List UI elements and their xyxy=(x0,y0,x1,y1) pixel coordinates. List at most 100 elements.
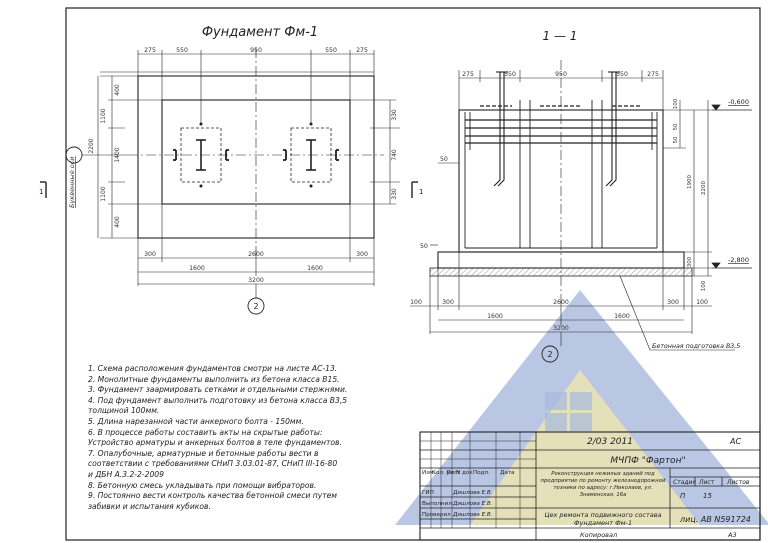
stamp-sheet-title-1: Цех ремонта подвижного состава xyxy=(544,511,661,519)
stamp-doc-code: 2/03 2011 xyxy=(587,437,633,447)
plan-dim-bottom-total: 3200 xyxy=(248,277,264,284)
section-dim-right-base: 100 xyxy=(701,280,707,291)
section-dim-right-small-3: 50 xyxy=(673,136,679,143)
stamp-copied: Копировал xyxy=(580,531,617,539)
stamp-project-2: предприятие по ремонту железнодорожной xyxy=(541,478,666,484)
plan-dim-left-2: 1100 xyxy=(100,108,107,123)
plan-axis-2-label: 2 xyxy=(253,302,258,311)
section-dim-top-5: 275 xyxy=(647,71,659,78)
note-line: толщиной 100мм. xyxy=(88,406,160,416)
note-line: 5. Длина нарезанной части анкерного болт… xyxy=(88,416,304,426)
section-dim-right-total: 2200 xyxy=(701,181,707,195)
section-level-bottom: -2,800 xyxy=(728,256,749,264)
note-line: 8. Бетонную смесь укладывать при помощи … xyxy=(88,480,317,490)
stamp-head-col-4: N док xyxy=(456,470,473,476)
stamp-staff-name-3: Дишлова Е.В. xyxy=(452,512,493,518)
section-dim-right-small: 100 xyxy=(673,98,679,109)
plan-title: Фундамент Фм-1 xyxy=(202,25,318,40)
plan-dim-left-total: 2200 xyxy=(88,138,95,153)
section-dim-left-1: 50 xyxy=(440,156,448,163)
stamp-org: МЧПФ "Фартон" xyxy=(610,456,685,466)
note-line: 6. В процессе работы составить акты на с… xyxy=(88,427,323,437)
section-dim-top-3: 950 xyxy=(555,71,567,78)
section-dim-bottom-6: 1600 xyxy=(487,313,503,320)
stamp-project-3: техники по адресу: г.Николаев, ул. xyxy=(553,485,652,491)
stamp-head-col-2: Кол. уч xyxy=(432,470,453,476)
section-view: 1 — 1 xyxy=(410,29,752,363)
stamp-sheet-title-2: Фундамент Фм-1 xyxy=(574,519,632,527)
plan-dim-right-3: 330 xyxy=(391,188,398,200)
stamp-stage-head-1: Стадия xyxy=(673,479,696,486)
title-block xyxy=(419,431,761,541)
section-axis-2-label: 2 xyxy=(547,350,552,359)
note-line: 9. Постоянно вести контроль качества бет… xyxy=(88,491,338,501)
plan-dim-top-3: 950 xyxy=(250,47,262,54)
section-dim-right-small-2: 50 xyxy=(673,123,679,130)
plan-dim-bottom-5: 1600 xyxy=(307,265,323,272)
sheet-frame xyxy=(65,7,761,541)
section-title: 1 — 1 xyxy=(543,29,578,43)
plan-dim-left-5: 400 xyxy=(114,216,121,228)
note-line: 4. Под фундамент выполнить подготовку из… xyxy=(88,395,348,405)
note-line: 3. Фундамент заармировать сетками и отде… xyxy=(88,385,348,395)
section-dim-bottom-7: 1600 xyxy=(614,313,630,320)
stamp-head-col-6: Дата xyxy=(500,470,514,476)
stamp-head-col-1: Изм. xyxy=(422,470,435,476)
note-line: Устройство арматуры и анкерных болтов в … xyxy=(88,438,342,448)
plan-dim-top-4: 550 xyxy=(325,47,337,54)
stamp-stage-code: АС xyxy=(729,437,741,446)
plan-dim-right-1: 330 xyxy=(391,109,398,121)
section-axis-2-marker xyxy=(541,345,559,363)
section-dim-bottom-5: 100 xyxy=(696,299,708,306)
stamp-head-col-5: Подп. xyxy=(473,470,490,476)
note-line: 1. Схема расположения фундаментов смотри… xyxy=(88,364,338,373)
plan-axis-label: Буквенные оси xyxy=(68,156,76,208)
stamp-license: лиц. АВ N591724 xyxy=(679,515,751,524)
stamp-project-4: Знаменская, 16а xyxy=(580,492,627,498)
plan-dim-top-5: 275 xyxy=(356,47,368,54)
section-dim-right-mid-1: 1900 xyxy=(687,175,693,189)
section-level-top: -0,600 xyxy=(728,98,749,106)
plan-dim-bottom-4: 1600 xyxy=(189,265,205,272)
stamp-stage-head-3: Листов xyxy=(726,479,750,486)
plan-dim-bottom-2: 2600 xyxy=(248,251,264,258)
section-dim-top-2: 550 xyxy=(504,71,516,78)
note-line: забивки и испытания кубиков. xyxy=(88,501,211,511)
plan-section-mark-left: 1 xyxy=(39,188,43,196)
plan-section-mark-right: 1 xyxy=(419,188,423,196)
note-line: 7. Опалубочные, арматурные и бетонные ра… xyxy=(88,448,319,458)
stamp-stage-val-2: 15 xyxy=(703,492,712,500)
plan-axis-2-marker xyxy=(247,297,265,315)
note-line: и ДБН А.3.2-2-2009 xyxy=(88,469,164,479)
section-dim-bottom-1: 100 xyxy=(410,299,422,306)
plan-dim-left-4: 1100 xyxy=(100,186,107,201)
plan-dim-bottom-3: 300 xyxy=(356,251,368,258)
plan-dim-top-2: 550 xyxy=(176,47,188,54)
plan-dim-bottom-1: 300 xyxy=(144,251,156,258)
stamp-format: А3 xyxy=(727,531,737,539)
section-dim-top-1: 275 xyxy=(462,71,474,78)
section-dim-bottom-4: 300 xyxy=(667,299,679,306)
stamp-staff-name-1: Дишлова Е.В. xyxy=(452,490,493,496)
section-dim-bottom-3: 2600 xyxy=(553,299,569,306)
general-notes: 1. Схема расположения фундаментов смотри… xyxy=(88,364,413,512)
plan-view: Фундамент Фм-1 xyxy=(39,25,423,315)
stamp-staff-role-2: Выполнил xyxy=(422,501,452,507)
plan-dim-right-2: 740 xyxy=(391,149,398,161)
stamp-staff-role-3: Проверил xyxy=(422,512,451,518)
section-dim-right-mid-2: 300 xyxy=(687,256,693,267)
section-dim-bottom-total: 3200 xyxy=(553,325,569,332)
section-dim-bottom-2: 300 xyxy=(442,299,454,306)
note-line: соответствии с требованиями СНиП 3.03.01… xyxy=(88,459,338,469)
section-concrete-prep-label: Бетонная подготовка В3,5 xyxy=(652,343,740,350)
stamp-head-col-3: Лист xyxy=(446,470,461,476)
stamp-stage-val-1: П xyxy=(680,492,686,500)
note-line: 2. Монолитные фундаменты выполнить из бе… xyxy=(88,374,340,384)
title-block-text: Изм. Кол. уч Лист N док Подп. Дата ГИП Д… xyxy=(422,437,751,539)
stamp-stage-head-2: Лист xyxy=(698,479,715,486)
section-dim-top-4: 550 xyxy=(616,71,628,78)
section-dim-left-2: 50 xyxy=(420,243,428,250)
stamp-staff-role-1: ГИП xyxy=(422,490,434,496)
stamp-project-1: Реконструкция нежилых зданий под xyxy=(551,471,655,477)
